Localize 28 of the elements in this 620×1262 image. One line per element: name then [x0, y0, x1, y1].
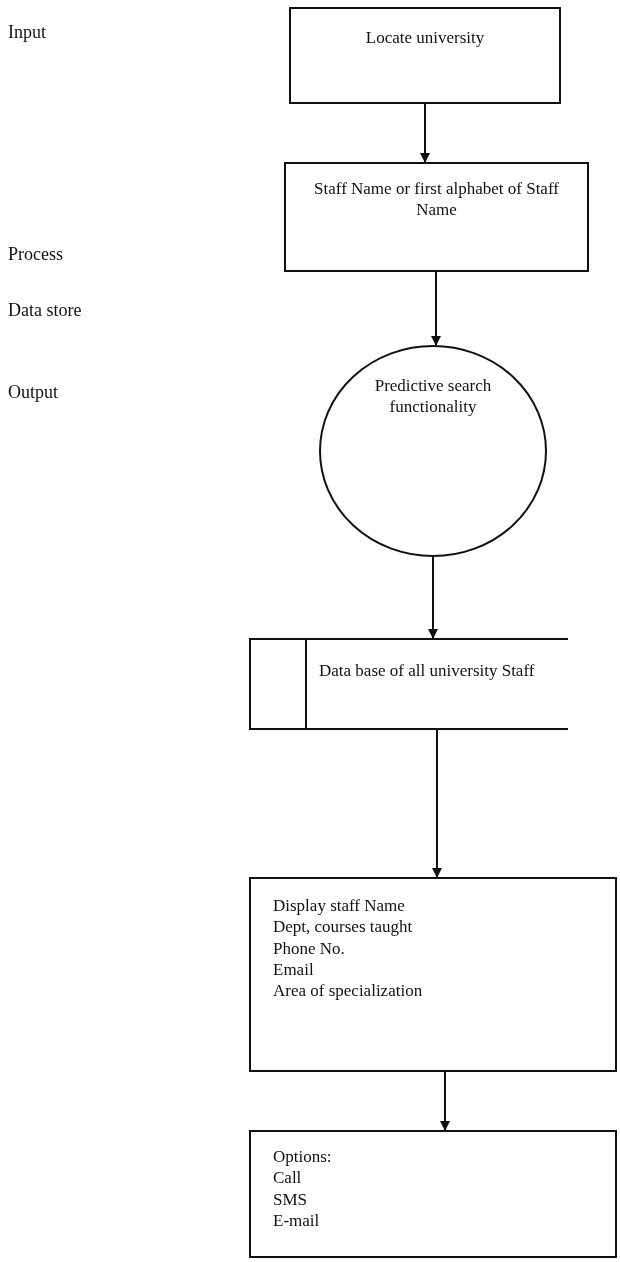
arrow	[420, 103, 430, 163]
output-box	[249, 877, 617, 1072]
node-text: Call	[273, 1167, 302, 1189]
row-label: Input	[8, 22, 46, 44]
arrow	[440, 1071, 450, 1131]
process-circle	[319, 345, 547, 557]
node-text: Data base of all university Staff	[319, 660, 535, 682]
input-box	[289, 7, 561, 104]
input-box	[284, 162, 589, 272]
arrow	[431, 271, 441, 346]
node-text: Display staff Name	[273, 895, 405, 917]
row-label: Output	[8, 382, 58, 404]
node-text: SMS	[273, 1188, 308, 1210]
node-text: Area of specialization	[273, 980, 423, 1002]
arrow	[432, 729, 442, 878]
row-label: Data store	[8, 300, 82, 322]
node-text: Locate university	[365, 27, 485, 49]
node-text: E-mail	[273, 1209, 320, 1231]
node-text: Phone No.	[273, 937, 345, 959]
output-box	[249, 1130, 617, 1258]
node-text: Email	[273, 958, 314, 980]
data-store	[249, 638, 568, 730]
node-text: Predictive search functionality	[373, 375, 493, 418]
node-text: Staff Name or first alphabet of Staff Name	[313, 178, 560, 221]
node-text: Options:	[273, 1146, 332, 1168]
row-label: Process	[8, 244, 63, 266]
arrow	[428, 556, 438, 639]
node-text: Dept, courses taught	[273, 916, 413, 938]
